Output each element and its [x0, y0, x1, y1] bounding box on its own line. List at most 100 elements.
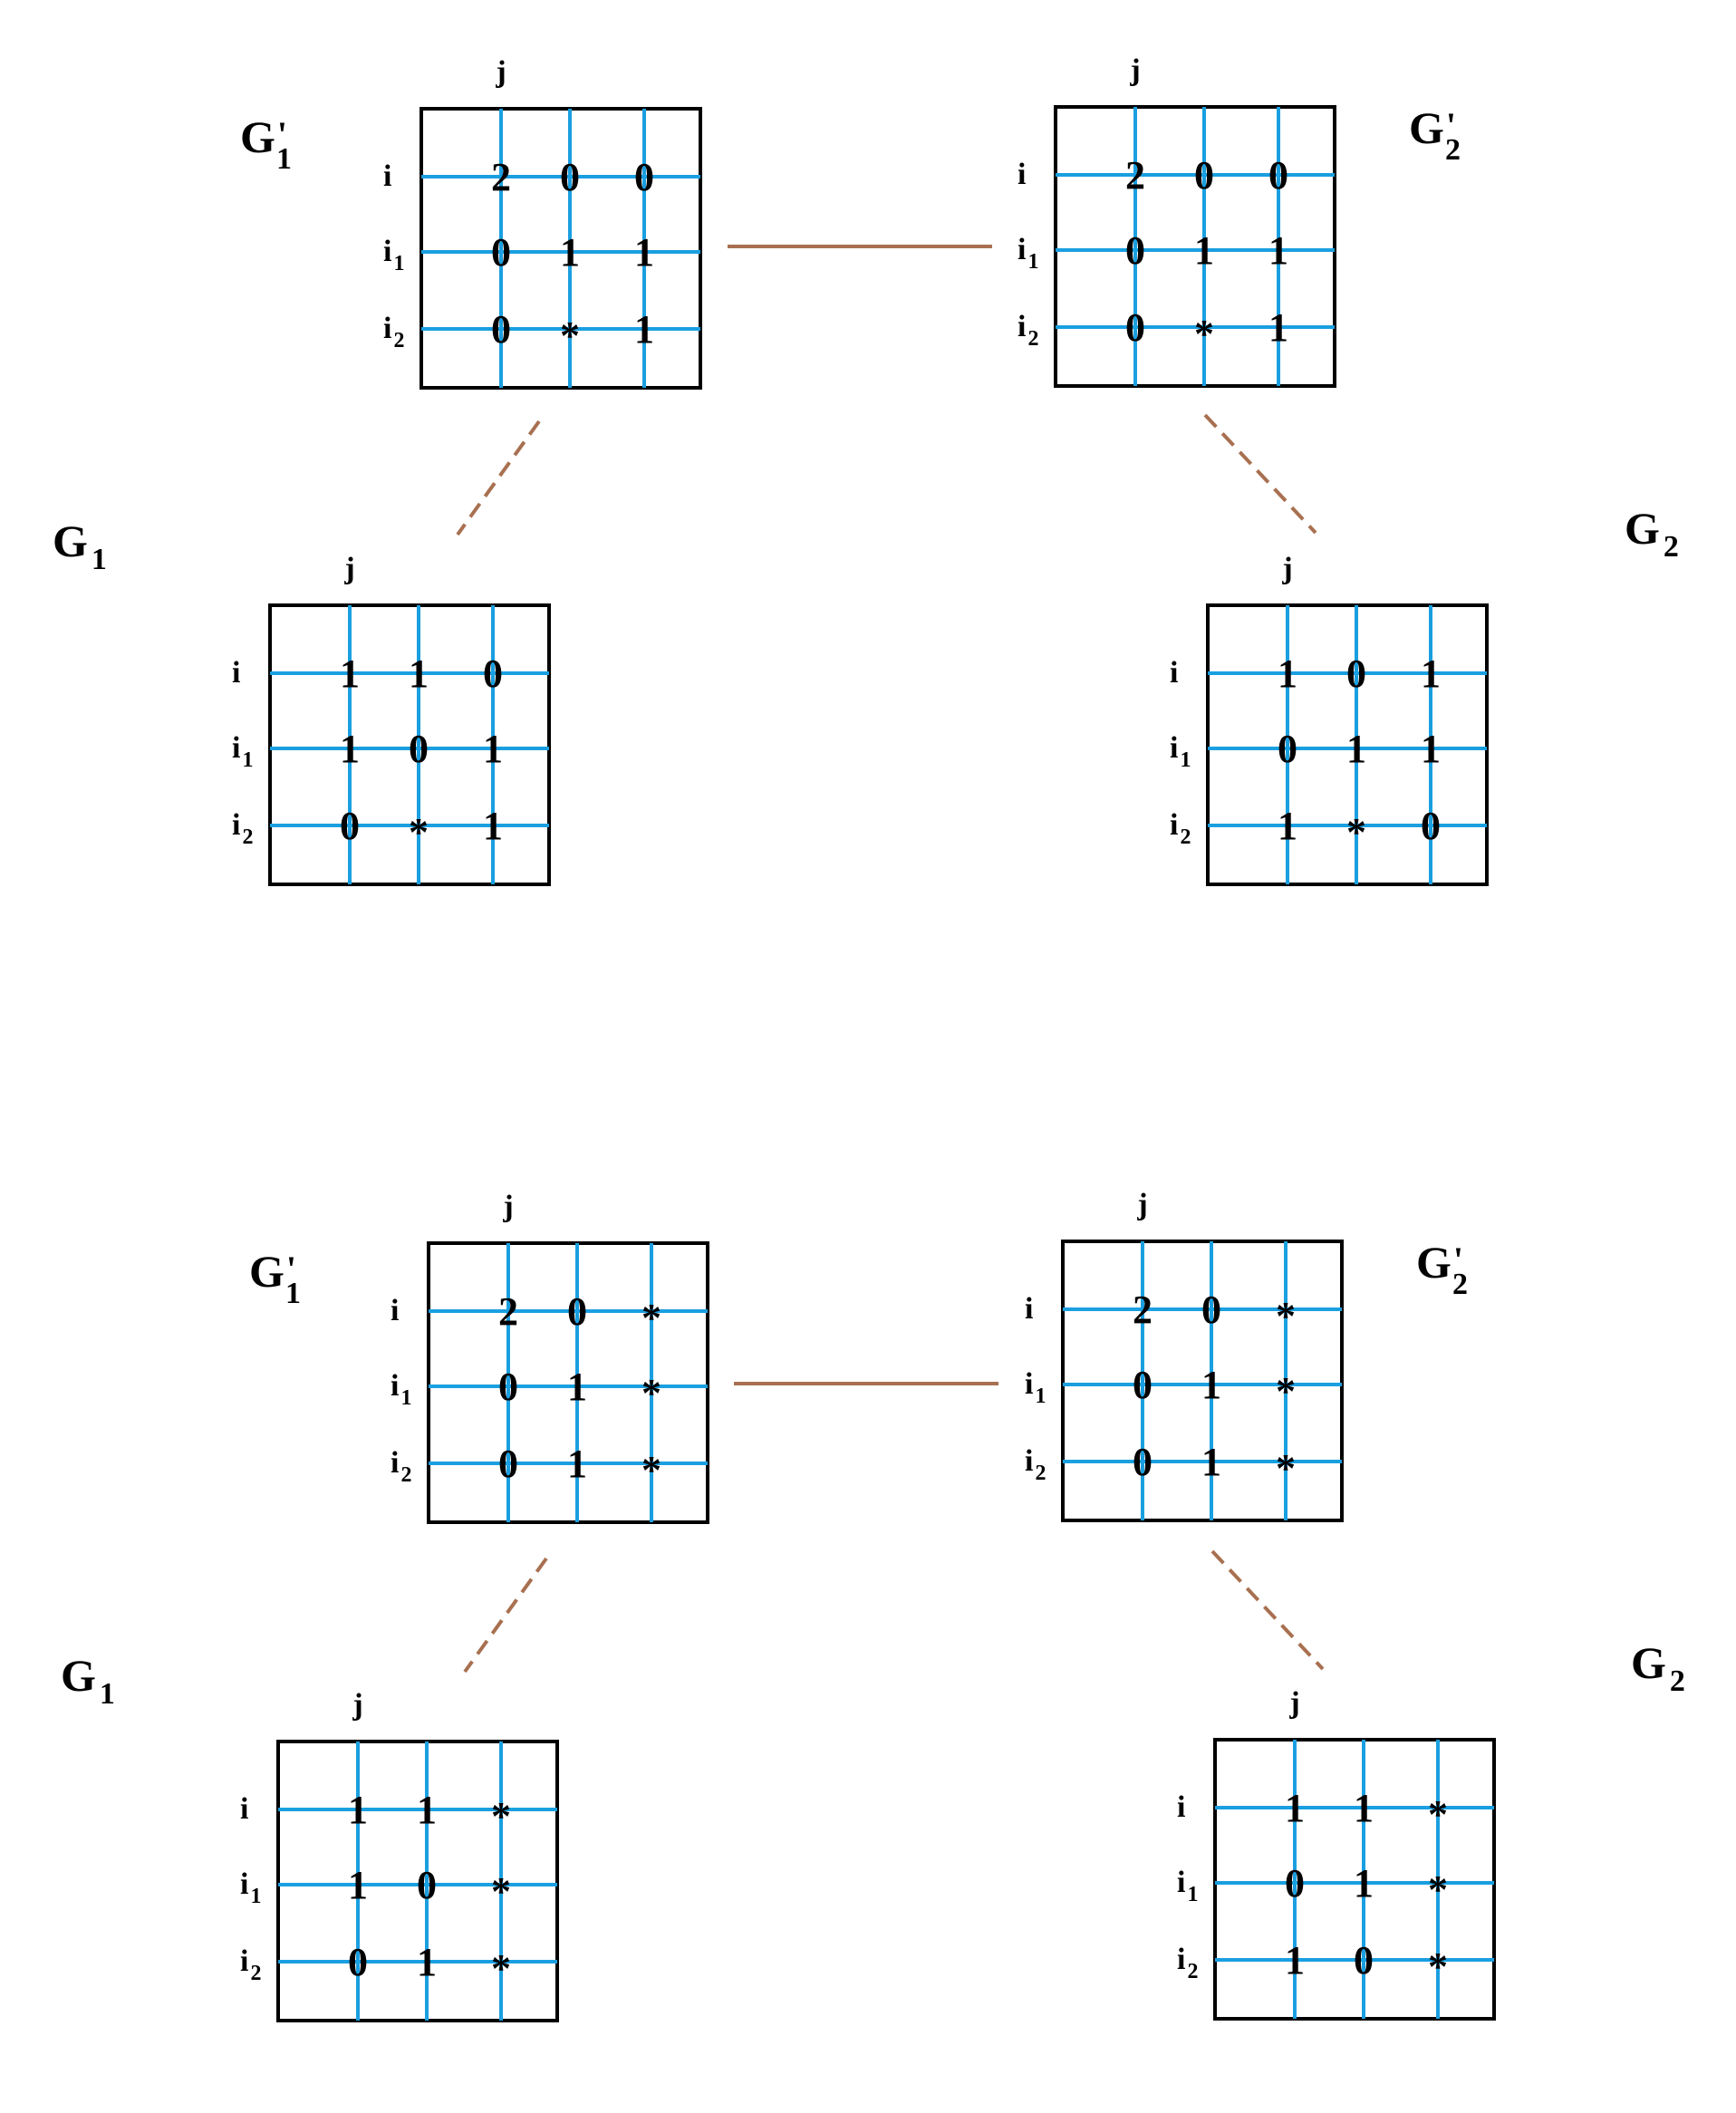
grid-cell-value: 0	[1133, 1440, 1153, 1484]
row-label-subscript: 2	[1187, 1960, 1198, 1983]
grid-cell-value: 1	[348, 1863, 368, 1907]
grid-cell-value: 0	[491, 307, 511, 352]
row-label-subscript: 2	[393, 329, 404, 352]
grid-box-border	[427, 1241, 709, 1524]
grid-cell-value: *	[1276, 1446, 1296, 1491]
row-label-subscript: 1	[400, 1386, 411, 1410]
row-label: i	[232, 656, 240, 690]
grid-cell-value: 0	[483, 651, 503, 696]
column-label-j: j	[343, 552, 354, 585]
row-label: i	[1017, 158, 1026, 191]
row-label: i2	[240, 1944, 261, 1985]
grid-box-border	[1206, 603, 1489, 886]
grid-cell-value: 0	[567, 1289, 587, 1334]
row-label: i1	[1177, 1866, 1198, 1906]
grid-title: G'2	[1409, 102, 1461, 167]
grid-cell-value: 1	[1285, 1786, 1305, 1830]
grid-cell-value: 1	[409, 651, 429, 696]
row-label-subscript: 2	[1027, 327, 1038, 351]
grid-cell-value: 1	[417, 1788, 437, 1832]
row-label-subscript: 1	[393, 252, 404, 275]
row-label-subscript: 1	[250, 1885, 261, 1908]
grid-cell-value: *	[560, 314, 580, 358]
row-label-subscript: 1	[1035, 1385, 1046, 1408]
grid-box-border	[420, 107, 702, 390]
title-prime: '	[1453, 1240, 1463, 1280]
grid-cell-value: 1	[1201, 1363, 1221, 1407]
grid-title: G'2	[1416, 1237, 1468, 1301]
row-label: i2	[232, 808, 253, 849]
grid-cell-value: 2	[1133, 1288, 1153, 1332]
grid-cell-value: 1	[634, 307, 654, 352]
row-label-subscript: 2	[1180, 825, 1191, 849]
title-subscript: 1	[285, 1277, 301, 1310]
grid-cell-value: 0	[417, 1863, 437, 1907]
row-label-subscript: 2	[1035, 1462, 1046, 1485]
row-label: i1	[232, 731, 253, 772]
grid-cell-value: *	[1428, 1792, 1448, 1837]
grid-cell-value: 0	[1133, 1363, 1153, 1407]
grid-cell-value: 1	[1194, 228, 1214, 273]
grid-cell-value: 1	[1354, 1786, 1374, 1830]
dashed-connector-left	[463, 1557, 548, 1674]
grid-cell-value: *	[641, 1296, 661, 1340]
title-subscript: 2	[1664, 530, 1679, 564]
row-label: i	[1025, 1292, 1033, 1326]
grid-cell-value: 1	[560, 230, 580, 275]
row-label-subscript: 2	[400, 1463, 411, 1487]
grid-cell-value: 1	[1421, 727, 1441, 771]
grid-cell-value: 1	[1354, 1861, 1374, 1906]
grid-box-border	[1061, 1240, 1344, 1522]
grid-cell-value: 0	[1194, 153, 1214, 198]
grid-cell-value: 1	[417, 1940, 437, 1984]
grid-cell-value: 1	[567, 1442, 587, 1486]
grid-cell-value: 0	[1285, 1861, 1305, 1906]
grid-cell-value: 1	[1346, 727, 1366, 771]
grid-cell-value: 0	[1201, 1288, 1221, 1332]
grid-cell-value: *	[1276, 1294, 1296, 1338]
row-label: i2	[1170, 808, 1191, 849]
grid-title: G'1	[240, 111, 292, 176]
grid-cell-value: 1	[1421, 651, 1441, 696]
column-label-j: j	[502, 1190, 513, 1223]
column-label-j: j	[1281, 552, 1292, 585]
row-label: i	[240, 1792, 248, 1826]
grid-cell-value: 1	[348, 1788, 368, 1832]
grid-cell-value: 0	[560, 155, 580, 199]
row-label: i	[383, 159, 391, 193]
grid-cell-value: 0	[491, 230, 511, 275]
grid-cell-value: *	[1428, 1867, 1448, 1912]
row-label: i1	[1170, 731, 1191, 772]
title-prime: '	[286, 1249, 296, 1289]
grid-cell-value: 1	[483, 727, 503, 771]
grid-cell-value: 0	[498, 1442, 518, 1486]
grid-cell-value: 2	[1125, 153, 1145, 198]
grid-box-border	[268, 603, 551, 886]
column-label-j: j	[1136, 1188, 1147, 1221]
column-label-j: j	[1288, 1686, 1299, 1720]
grid-cell-value: 0	[348, 1940, 368, 1984]
grid-cell-value: 1	[1278, 651, 1297, 696]
grid-cell-value: *	[1194, 312, 1214, 356]
upper-diagram	[456, 245, 1317, 536]
row-label: i2	[383, 312, 404, 352]
grid-cell-value: 1	[1278, 804, 1297, 848]
grid-cell-value: *	[1428, 1944, 1448, 1989]
title-subscript: 1	[100, 1677, 115, 1711]
grid-cell-value: 0	[1268, 153, 1288, 198]
grid-cell-value: 0	[1125, 305, 1145, 350]
grid-cell-value: 1	[1268, 228, 1288, 273]
grid-cell-value: 0	[1346, 651, 1366, 696]
grid-cell-value: 0	[498, 1365, 518, 1409]
column-label-j: j	[352, 1688, 362, 1722]
title-prime: '	[277, 114, 287, 155]
